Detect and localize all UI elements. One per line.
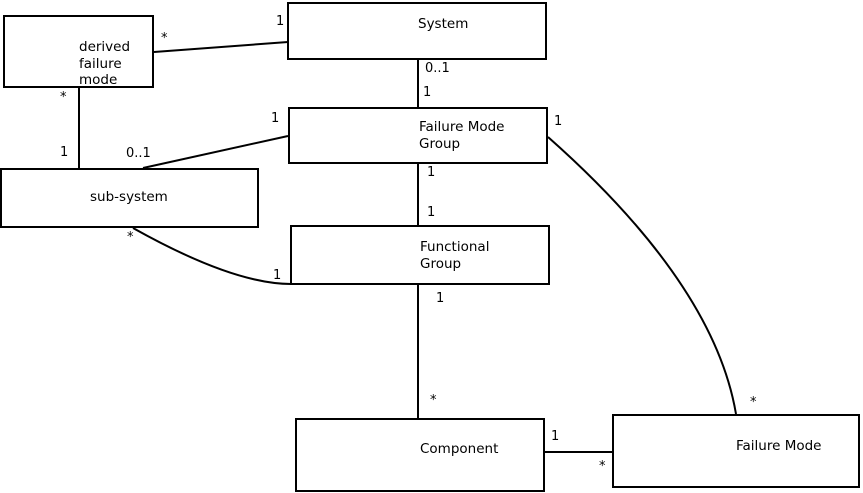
multiplicity-label: 1 — [551, 429, 560, 444]
multiplicity-label: 1 — [427, 165, 436, 180]
multiplicity-label: 1 — [427, 205, 436, 220]
multiplicity-label: * — [430, 393, 437, 408]
node-system: System — [287, 2, 547, 60]
multiplicity-label: 1 — [554, 114, 563, 129]
multiplicity-label: 1 — [276, 14, 285, 29]
multiplicity-label: * — [60, 90, 67, 105]
node-failure-mode-group: Failure Mode Group — [288, 107, 548, 164]
node-derived-failure-mode: derived failure mode — [3, 15, 154, 88]
multiplicity-label: 0..1 — [126, 146, 151, 161]
multiplicity-label: 1 — [423, 85, 432, 100]
node-functional-group: Functional Group — [290, 225, 550, 285]
edge-derived-failure-mode-system — [153, 41, 289, 53]
multiplicity-label: 1 — [271, 111, 280, 126]
node-component: Component — [295, 418, 545, 492]
node-functional-group-label: Functional Group — [420, 239, 490, 272]
multiplicity-label: * — [127, 230, 134, 245]
multiplicity-label: * — [599, 459, 606, 474]
node-component-label: Component — [420, 441, 499, 457]
node-failure-mode-group-label: Failure Mode Group — [419, 119, 505, 152]
node-derived-failure-mode-label: derived failure mode — [79, 39, 131, 88]
multiplicity-label: * — [161, 31, 168, 46]
edge-sub-system-functional-group — [132, 227, 292, 285]
node-failure-mode: Failure Mode — [612, 414, 860, 488]
edge-sub-system-failure-mode-group — [142, 135, 289, 169]
multiplicity-label: * — [750, 395, 757, 410]
multiplicity-label: 1 — [60, 145, 69, 160]
node-sub-system-label: sub-system — [90, 189, 168, 205]
multiplicity-label: 1 — [436, 291, 445, 306]
multiplicity-label: 1 — [273, 268, 282, 283]
multiplicity-label: 0..1 — [425, 61, 450, 76]
edge-failure-mode-group-failure-mode — [547, 136, 737, 415]
node-system-label: System — [418, 16, 469, 32]
node-failure-mode-label: Failure Mode — [736, 438, 822, 454]
node-sub-system: sub-system — [0, 168, 259, 228]
